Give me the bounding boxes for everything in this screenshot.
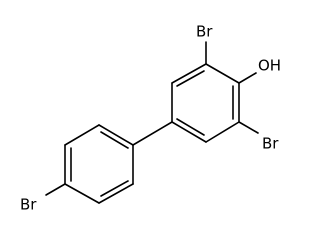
- bond-ring-b-6: [98, 124, 134, 146]
- bond-to-oh: [238, 72, 257, 84]
- bond-ring-b-2-inner: [100, 180, 129, 197]
- bond-ring-b-5: [64, 124, 100, 146]
- atom-label-br-left: Br: [20, 196, 37, 214]
- atom-label-oh: OH: [258, 57, 281, 75]
- bond-ring-b-6-inner: [100, 131, 129, 149]
- atom-label-br-top: Br: [196, 23, 213, 41]
- bond-ring-b-2: [98, 183, 134, 204]
- bond-ring-a-1: [205, 63, 240, 84]
- bond-ring-a-4: [171, 121, 207, 143]
- bromophenyl-ring: [64, 124, 134, 204]
- bond-ring-a-6-inner: [176, 70, 205, 87]
- bond-to-br-left: [45, 183, 66, 196]
- bond-ring-a-6: [171, 63, 207, 84]
- bond-to-br-right: [238, 121, 259, 134]
- bond-ring-a-4-inner: [176, 118, 205, 136]
- atom-label-br-right: Br: [262, 135, 279, 153]
- bond-ring-a-3: [205, 121, 240, 143]
- chemical-structure-diagram: Br OH Br Br: [20, 23, 281, 214]
- phenol-ring: [171, 63, 240, 143]
- bond-biaryl-link: [132, 121, 173, 146]
- bond-ring-b-3: [64, 183, 100, 204]
